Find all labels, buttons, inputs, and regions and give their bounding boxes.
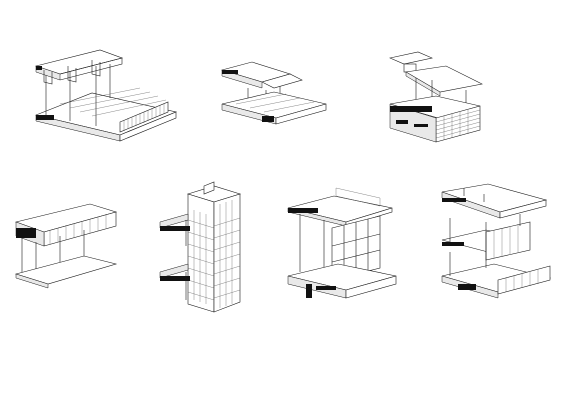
detail-2-stepped-slab bbox=[220, 61, 327, 125]
detail-3-canopy-band bbox=[389, 51, 483, 143]
detail-7-stacked-balcony bbox=[441, 183, 552, 299]
detail-4-facade-band bbox=[14, 203, 118, 289]
detail-1-roof-slab bbox=[34, 49, 177, 142]
detail-6-window-bay bbox=[287, 187, 397, 299]
detail-5-tall-mesh-facade bbox=[159, 181, 242, 313]
